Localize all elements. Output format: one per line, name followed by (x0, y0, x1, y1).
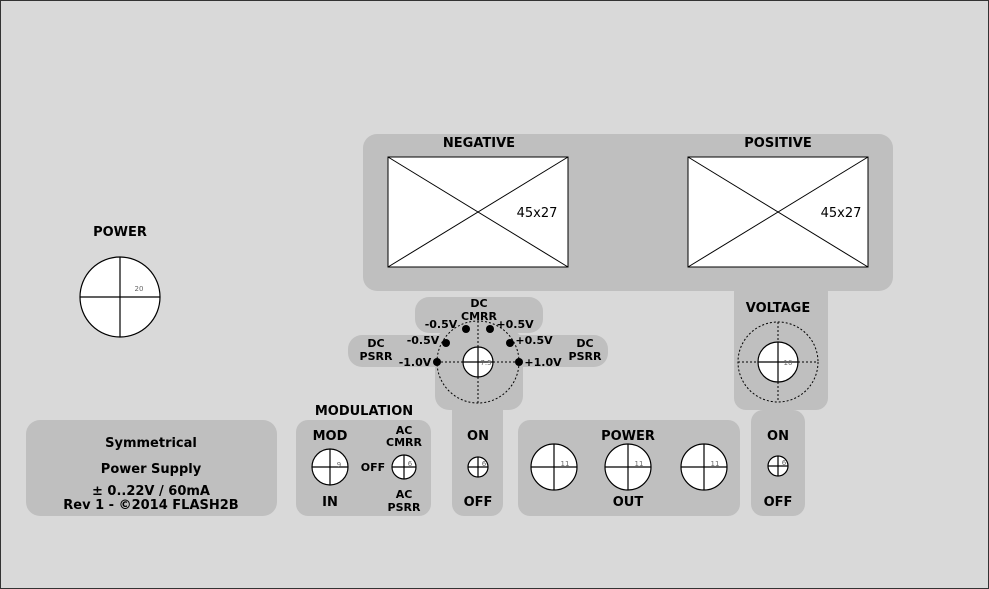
psrr-right-label: PSRR (569, 350, 602, 363)
right-switch[interactable]: 6 (767, 455, 789, 477)
left-switch[interactable]: 6 (467, 456, 489, 478)
position-label: -1.0V (399, 356, 432, 369)
position-dot (433, 358, 441, 366)
modulation-box (296, 420, 431, 516)
cmrr-tab (415, 297, 543, 333)
position-label: +0.5V (496, 318, 534, 331)
svg-text:9: 9 (337, 461, 341, 469)
switch-left-tab (452, 390, 503, 516)
ac-cmrr-label: AC (396, 424, 413, 437)
out-label: OUT (613, 495, 644, 510)
ac-psrr-label: PSRR (388, 501, 421, 514)
voltage-label: VOLTAGE (746, 301, 811, 316)
off-label: OFF (764, 495, 793, 510)
selector-positions: -1.0V -0.5V -0.5V +0.5V +0.5V +1.0V (399, 318, 562, 369)
modulation-label: MODULATION (315, 404, 413, 419)
position-label: -0.5V (407, 334, 440, 347)
position-label: -0.5V (425, 318, 458, 331)
output-jack-ground[interactable]: 11 (604, 443, 652, 491)
svg-text:10: 10 (784, 359, 793, 367)
display-size: 45x27 (517, 206, 558, 221)
psrr-left-label: PSRR (360, 350, 393, 363)
display-size: 45x27 (821, 206, 862, 221)
title-line: Power Supply (101, 462, 202, 477)
position-dot (515, 358, 523, 366)
positive-display: 45x27 (687, 156, 869, 268)
cmrr-label: DC (470, 297, 487, 310)
off-label: OFF (361, 461, 385, 474)
svg-text:11: 11 (561, 460, 570, 468)
ac-cmrr-label: CMRR (386, 436, 422, 449)
spec-line: ± 0..22V / 60mA (92, 484, 210, 499)
positive-label: POSITIVE (744, 136, 811, 151)
svg-text:7.5: 7.5 (480, 359, 491, 367)
psrr-right-label: DC (576, 337, 593, 350)
on-label: ON (767, 429, 789, 444)
power-label: POWER (93, 225, 147, 240)
mod-in-jack[interactable]: 9 (311, 448, 349, 486)
position-dot (506, 339, 514, 347)
svg-text:20: 20 (135, 285, 144, 293)
svg-text:6: 6 (782, 459, 787, 467)
revision-line: Rev 1 - ©2014 FLASH2B (63, 498, 238, 513)
mod-label: MOD (313, 429, 348, 444)
negative-label: NEGATIVE (443, 136, 515, 151)
title-box (26, 420, 277, 516)
voltage-knob[interactable]: 10 (737, 321, 819, 403)
output-jack-negative[interactable]: 11 (530, 443, 578, 491)
power-out-label: POWER (601, 429, 655, 444)
modulation-switch[interactable]: 6 (391, 454, 417, 480)
power-knob[interactable]: 20 (79, 256, 161, 338)
position-dot (442, 339, 450, 347)
negative-display: 45x27 (387, 156, 569, 268)
in-label: IN (322, 495, 338, 510)
output-jack-positive[interactable]: 11 (680, 443, 728, 491)
svg-text:6: 6 (482, 460, 487, 468)
position-dot (486, 325, 494, 333)
svg-text:11: 11 (711, 460, 720, 468)
cmrr-label: CMRR (461, 310, 497, 323)
on-label: ON (467, 429, 489, 444)
svg-text:11: 11 (635, 460, 644, 468)
psrr-left-label: DC (367, 337, 384, 350)
off-label: OFF (464, 495, 493, 510)
selector-knob[interactable]: 7.5 (436, 320, 520, 404)
position-dot (462, 325, 470, 333)
title-line: Symmetrical (105, 436, 197, 451)
position-label: +0.5V (515, 334, 553, 347)
ac-psrr-label: AC (396, 488, 413, 501)
svg-text:6: 6 (408, 460, 413, 468)
position-label: +1.0V (524, 356, 562, 369)
